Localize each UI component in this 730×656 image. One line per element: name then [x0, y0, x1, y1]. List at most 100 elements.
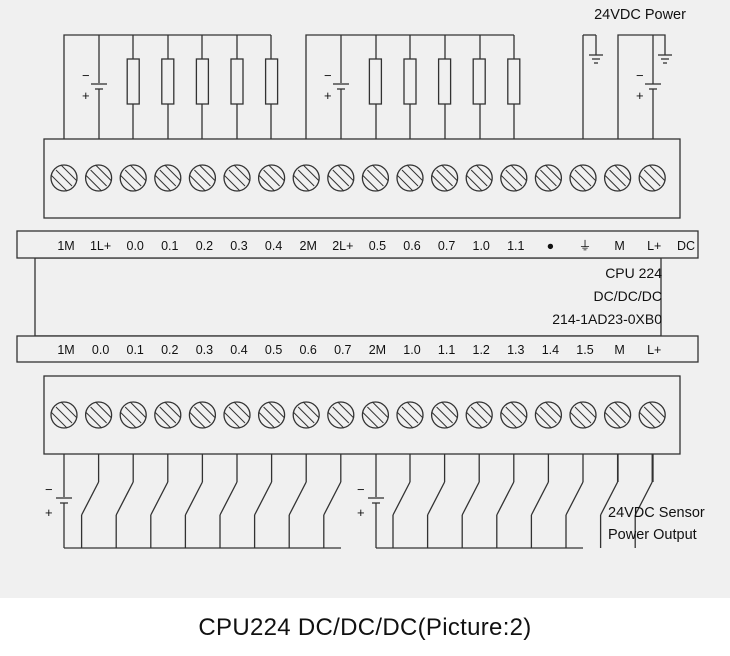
screw-terminal — [361, 164, 390, 192]
input-switch — [288, 454, 307, 548]
terminal-label: 0.6 — [403, 239, 420, 253]
terminal-label: 0.2 — [196, 239, 213, 253]
screw-terminal — [569, 164, 597, 192]
terminal-label: 1.0 — [473, 239, 490, 253]
screw-terminal — [50, 164, 78, 192]
screw-terminal — [396, 164, 424, 192]
screw-terminal — [223, 164, 251, 192]
load-resistor — [264, 58, 279, 105]
power-label: 24VDC Power — [594, 7, 686, 23]
load-resistor — [368, 58, 383, 105]
load-resistor — [403, 58, 417, 105]
terminal-label: 0.6 — [300, 343, 317, 357]
terminal-label: 0.7 — [438, 239, 455, 253]
polarity-marks: −+ −+ −+ — [82, 68, 644, 103]
screw-terminal — [154, 164, 182, 192]
input-switch — [184, 454, 204, 548]
terminal-label: 2M — [300, 239, 317, 253]
input-switch — [253, 454, 273, 548]
terminal-label: L+ — [647, 239, 661, 253]
terminal-label: 1.2 — [473, 343, 490, 357]
terminal-label: 0.7 — [334, 343, 351, 357]
output-supplies — [91, 54, 672, 99]
load-resistor — [126, 58, 140, 105]
screw-terminal — [500, 401, 528, 429]
upper-label-strip — [16, 230, 699, 259]
terminal-label: 1.3 — [507, 343, 524, 357]
screw-terminal — [327, 401, 355, 429]
screw-terminal — [465, 164, 493, 192]
screw-terminal — [223, 401, 251, 429]
svg-text:24VDC Sensor: 24VDC Sensor — [608, 505, 705, 521]
screw-terminal — [638, 401, 666, 429]
input-switch — [426, 454, 446, 548]
input-switch — [530, 454, 550, 548]
figure-caption: CPU224 DC/DC/DC(Picture:2) — [198, 614, 532, 641]
svg-text:−: − — [636, 68, 644, 83]
lower-label-strip — [16, 335, 699, 363]
svg-text:−: − — [45, 482, 53, 497]
screw-terminal — [292, 164, 320, 192]
load-resistor — [161, 58, 175, 105]
screw-terminal — [119, 401, 147, 429]
screw-terminal — [534, 401, 563, 429]
terminal-label: M — [614, 343, 624, 357]
terminal-label: 2L+ — [332, 239, 353, 253]
screw-terminal — [257, 164, 286, 192]
screw-terminal — [603, 401, 632, 429]
svg-text:+: + — [636, 88, 644, 103]
ground-icon — [658, 54, 672, 64]
ground-icon — [589, 54, 603, 64]
battery-icon — [91, 83, 107, 99]
screw-terminal — [84, 401, 113, 429]
screw-terminal — [188, 401, 217, 429]
upper-screw-row — [50, 164, 666, 192]
screw-terminal — [84, 164, 113, 192]
terminal-label: 1L+ — [90, 239, 111, 253]
module-model: CPU 224 — [605, 265, 662, 281]
screw-terminal — [119, 164, 147, 192]
input-switch — [323, 454, 342, 548]
svg-text:+: + — [45, 505, 53, 520]
input-switch — [219, 454, 238, 548]
module-info: CPU 224 DC/DC/DC 214-1AD23-0XB0 — [552, 265, 662, 327]
input-switch — [80, 454, 100, 548]
svg-text:+: + — [357, 505, 365, 520]
svg-text:+: + — [82, 88, 90, 103]
power-supply-wire — [617, 34, 666, 139]
screw-terminal — [603, 164, 632, 192]
terminal-label: 0.3 — [196, 343, 213, 357]
svg-text:−: − — [324, 68, 332, 83]
terminal-label: 0.4 — [230, 343, 247, 357]
input-switch — [461, 454, 480, 548]
terminal-label: 0.4 — [265, 239, 282, 253]
input-switch — [150, 454, 169, 548]
input-switch — [115, 454, 134, 548]
input-switches — [80, 454, 653, 548]
terminal-label: M — [614, 239, 624, 253]
screw-terminal — [292, 401, 320, 429]
module-type: DC/DC/DC — [594, 288, 662, 304]
input-switch — [392, 454, 411, 548]
input-switch — [565, 454, 584, 548]
terminal-label: 1.1 — [507, 239, 524, 253]
screw-terminal — [327, 164, 355, 192]
terminal-label: 0.2 — [161, 343, 178, 357]
battery-icon — [645, 83, 661, 98]
screw-terminal — [361, 401, 390, 429]
svg-text:+: + — [324, 88, 332, 103]
svg-text:−: − — [357, 482, 365, 497]
screw-terminal — [396, 401, 424, 429]
screw-terminal — [569, 401, 597, 429]
terminal-label: 0.1 — [161, 239, 178, 253]
terminal-label: 0.0 — [92, 343, 109, 357]
terminal-label: 1.1 — [438, 343, 455, 357]
terminal-label: 2M — [369, 343, 386, 357]
load-resistor — [507, 58, 521, 105]
lower-screw-row — [50, 401, 666, 429]
load-resistor — [472, 58, 486, 105]
terminal-label: 1.4 — [542, 343, 559, 357]
